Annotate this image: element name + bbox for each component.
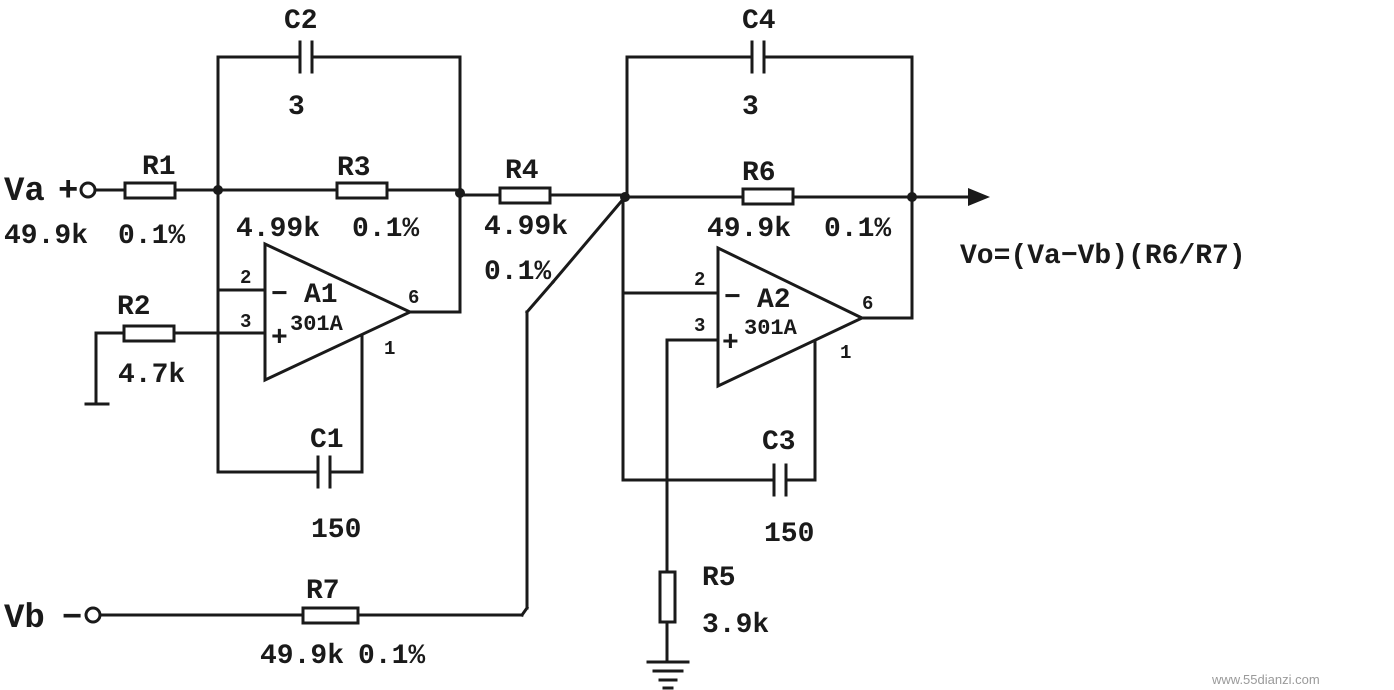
output-arrow [968, 188, 990, 206]
capacitor-c1 [316, 455, 332, 489]
c4-ref: C4 [742, 6, 776, 37]
a1-pin1: 1 [384, 338, 395, 360]
a2-pin3: 3 [694, 315, 705, 337]
a2-minus-sign: − [724, 283, 741, 314]
va-sign: + [58, 173, 78, 211]
r6-value: 49.9k [707, 214, 791, 245]
r3-ref: R3 [337, 153, 371, 184]
output-formula: Vo=(Va−Vb)(R6/R7) [960, 241, 1246, 272]
r1-ref: R1 [142, 152, 176, 183]
a1-ref: A1 [304, 280, 338, 311]
resistor-r4 [498, 186, 552, 205]
a2-plus-sign: + [722, 328, 739, 359]
r7-value: 49.9k [260, 641, 344, 672]
a2-pin1: 1 [840, 342, 851, 364]
a2-pin6: 6 [862, 293, 873, 315]
c2-value: 3 [288, 92, 305, 123]
capacitor-c4 [750, 40, 766, 74]
a2-pin2: 2 [694, 269, 705, 291]
junction-dot [213, 185, 223, 195]
stage1-wires [84, 55, 462, 474]
r3-value: 4.99k [236, 214, 320, 245]
resistor-r3 [335, 181, 389, 200]
va-label: Va [4, 173, 45, 211]
junction-dot [620, 192, 630, 202]
resistor-r6 [741, 187, 795, 206]
c2-ref: C2 [284, 6, 318, 37]
c3-ref: C3 [762, 427, 796, 458]
r7-tolerance: 0.1% [358, 641, 425, 672]
watermark-text: www.55dianzi.com [1211, 672, 1320, 687]
vb-terminal [84, 606, 102, 624]
r5-ref: R5 [702, 563, 736, 594]
r6-ref: R6 [742, 158, 776, 189]
opamp-a2 [716, 245, 866, 389]
a1-minus-sign: − [271, 280, 288, 311]
r5-value: 3.9k [702, 610, 769, 641]
va-terminal [79, 181, 97, 199]
junction-dot [907, 192, 917, 202]
a1-pin6: 6 [408, 287, 419, 309]
resistor-r5 [658, 570, 677, 624]
a2-ref: A2 [757, 285, 791, 316]
r2-ref: R2 [117, 292, 151, 323]
c3-value: 150 [764, 519, 814, 550]
r4-tolerance: 0.1% [484, 257, 551, 288]
r7-ref: R7 [306, 576, 340, 607]
capacitor-c3 [772, 463, 788, 497]
va-input-value: 49.9k [4, 221, 88, 252]
vb-sign: − [62, 600, 82, 638]
capacitor-c2 [298, 40, 314, 74]
a1-pin2: 2 [240, 267, 251, 289]
r6-tolerance: 0.1% [824, 214, 891, 245]
a1-pin3: 3 [240, 311, 251, 333]
resistor-r7 [301, 606, 360, 625]
c1-ref: C1 [310, 425, 344, 456]
opamp-a1 [263, 241, 414, 383]
a1-plus-sign: + [271, 323, 288, 354]
c4-value: 3 [742, 92, 759, 123]
resistor-r2 [122, 324, 176, 343]
a2-part: 301A [744, 316, 798, 341]
r3-tolerance: 0.1% [352, 214, 419, 245]
resistor-r1 [123, 181, 177, 200]
r4-value: 4.99k [484, 212, 568, 243]
junction-dot [455, 188, 465, 198]
vb-label: Vb [4, 600, 45, 638]
c1-value: 150 [311, 515, 361, 546]
a1-part: 301A [290, 312, 344, 337]
r1-tolerance: 0.1% [118, 221, 185, 252]
r4-ref: R4 [505, 156, 539, 187]
r2-value: 4.7k [118, 360, 185, 391]
